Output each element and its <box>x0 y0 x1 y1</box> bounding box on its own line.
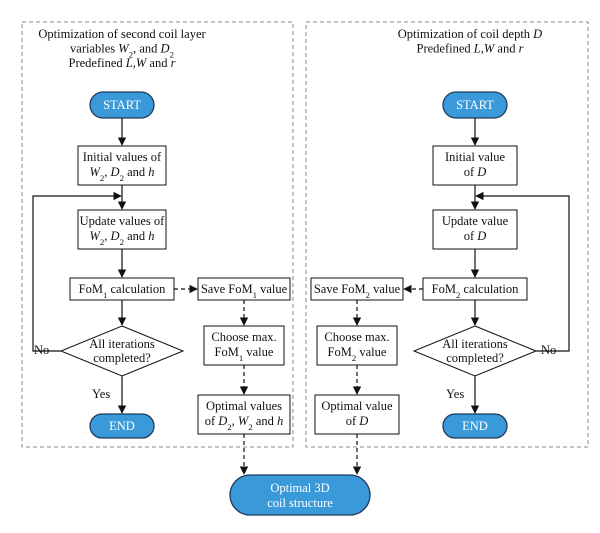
left-save-fom-label: Save FoM1 value <box>201 282 288 300</box>
edge-right-decision-no-loop <box>475 191 570 352</box>
left-panel <box>21 21 294 448</box>
left-start-label: START <box>103 98 141 112</box>
final-terminal <box>229 474 371 516</box>
left-no-label: No <box>34 343 49 357</box>
right-no-label: No <box>541 343 556 357</box>
right-end-terminal <box>442 413 508 439</box>
left-optimal-values-box <box>197 394 291 435</box>
edge-left-decision-no-loop <box>32 191 122 352</box>
right-optimal-value-box <box>314 394 400 435</box>
right-choose-max-label: Choose max.FoM2 value <box>324 330 389 363</box>
left-fom-calculation-label: FoM1 calculation <box>79 282 166 300</box>
right-yes-label: Yes <box>446 387 464 401</box>
left-update-values-box <box>77 209 167 250</box>
left-choose-max-box <box>203 325 285 366</box>
right-save-fom-label: Save FoM2 value <box>314 282 401 300</box>
right-start-label: START <box>456 98 494 112</box>
left-end-terminal <box>89 413 155 439</box>
right-choose-max-box <box>316 325 398 366</box>
right-panel <box>305 21 589 448</box>
right-update-value-box <box>432 209 518 250</box>
left-choose-max-label: Choose max.FoM1 value <box>211 330 276 363</box>
right-end-label: END <box>462 419 488 433</box>
left-initial-values-box <box>77 145 167 186</box>
left-yes-label: Yes <box>92 387 110 401</box>
right-initial-value-box <box>432 145 518 186</box>
right-fom-calculation-label: FoM2 calculation <box>432 282 519 300</box>
left-end-label: END <box>109 419 135 433</box>
